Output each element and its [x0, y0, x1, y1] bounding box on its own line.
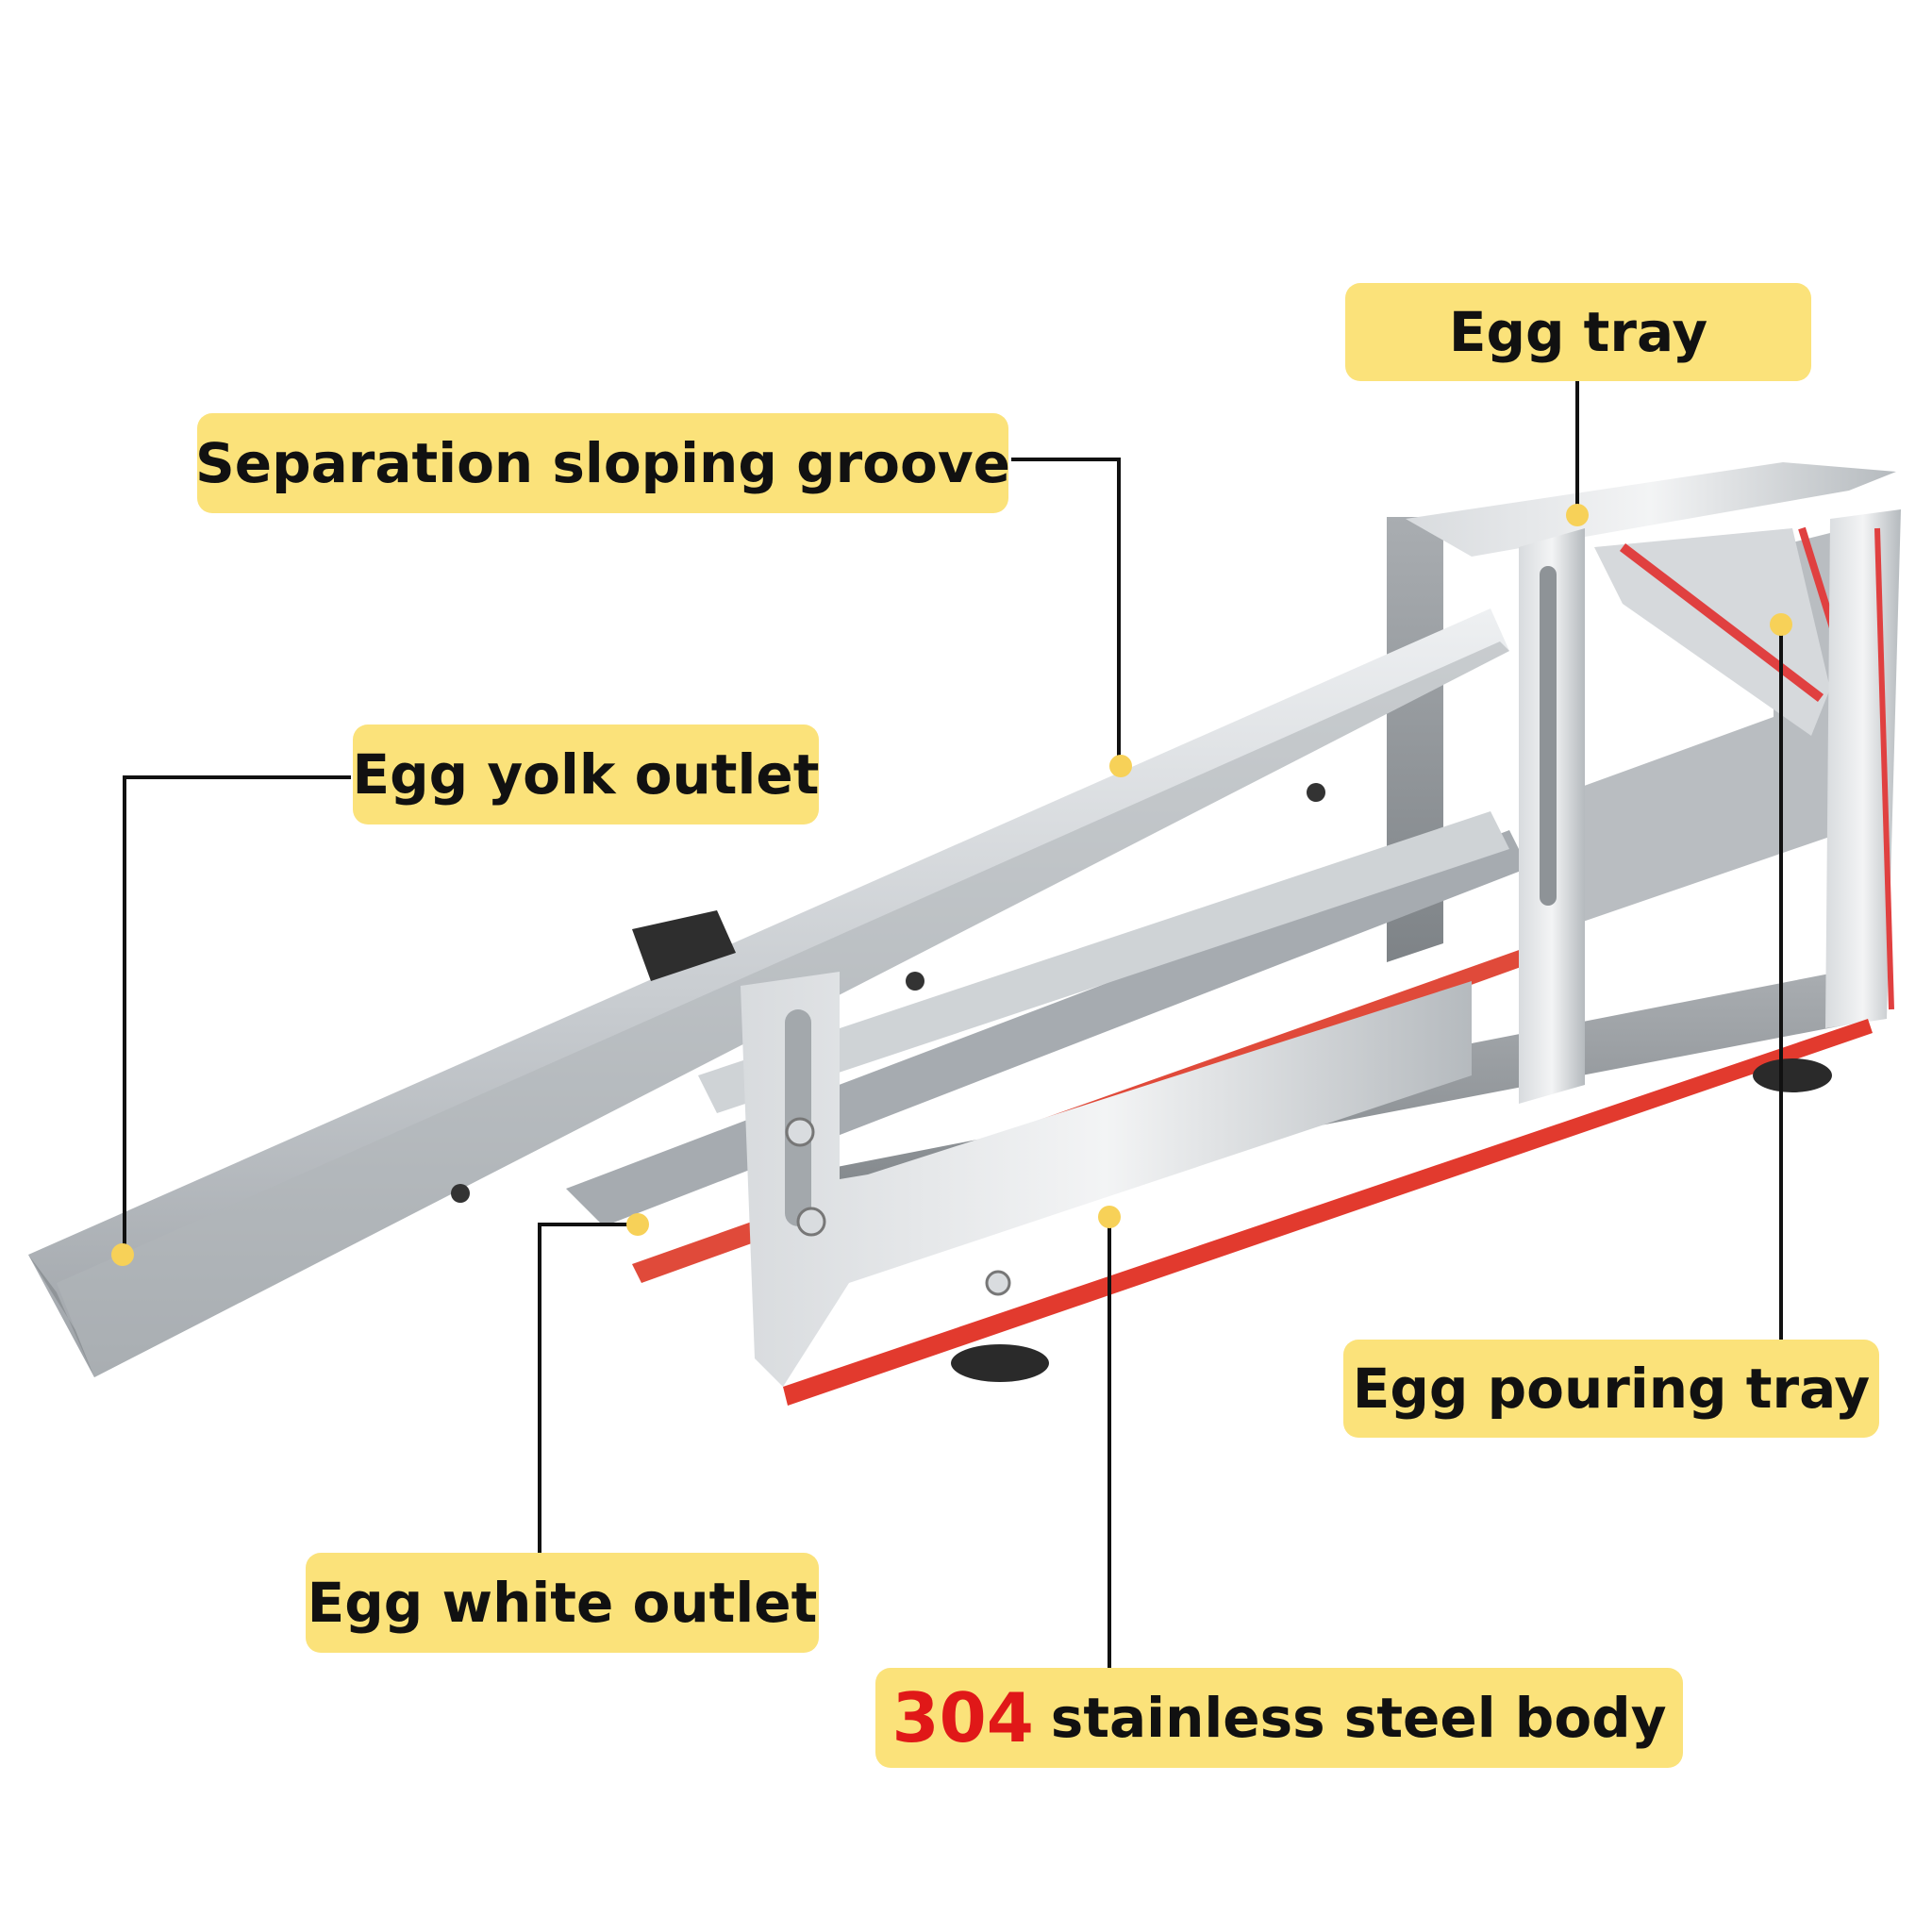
pouring-tray-label: Egg pouring tray	[1343, 1340, 1879, 1438]
pouring-tray-text: Egg pouring tray	[1352, 1357, 1871, 1421]
body-material-text: stainless steel body	[1050, 1686, 1667, 1750]
egg-tray-text: Egg tray	[1448, 300, 1708, 364]
marker-yolk-outlet	[111, 1243, 134, 1266]
marker-body	[1098, 1206, 1121, 1228]
body-material-number: 304	[891, 1678, 1034, 1757]
egg-tray-label: Egg tray	[1345, 283, 1811, 381]
white-outlet-label: Egg white outlet	[306, 1553, 819, 1653]
body-material-label: 304 stainless steel body	[875, 1668, 1683, 1768]
leader-separation-groove	[1011, 458, 1121, 766]
leader-white-outlet	[538, 1223, 634, 1553]
marker-separation-groove	[1109, 755, 1132, 777]
leader-yolk-outlet	[123, 775, 351, 1255]
leader-lines	[123, 381, 1783, 1668]
machine-frame	[28, 462, 1901, 1406]
marker-dots	[111, 504, 1792, 1266]
separation-groove-text: Separation sloping groove	[194, 431, 1011, 495]
white-outlet-text: Egg white outlet	[307, 1571, 818, 1635]
marker-pouring-tray	[1770, 613, 1792, 636]
marker-white-outlet	[626, 1213, 649, 1236]
separation-groove-label: Separation sloping groove	[194, 413, 1011, 513]
yolk-outlet-text: Egg yolk outlet	[352, 742, 820, 807]
yolk-outlet-label: Egg yolk outlet	[353, 724, 819, 824]
marker-egg-tray	[1566, 504, 1589, 526]
